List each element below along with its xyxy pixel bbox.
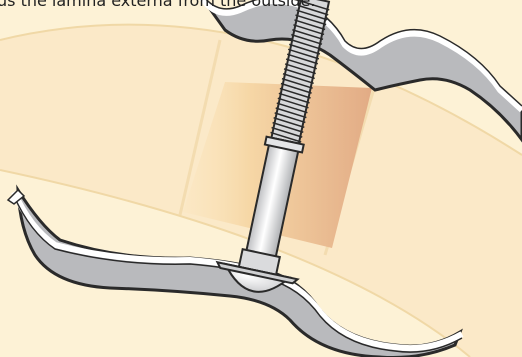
- caption-text: us the lamina externa from the outside.: [0, 0, 522, 11]
- caption-text-inner: us the lamina externa from the outside.: [0, 0, 315, 11]
